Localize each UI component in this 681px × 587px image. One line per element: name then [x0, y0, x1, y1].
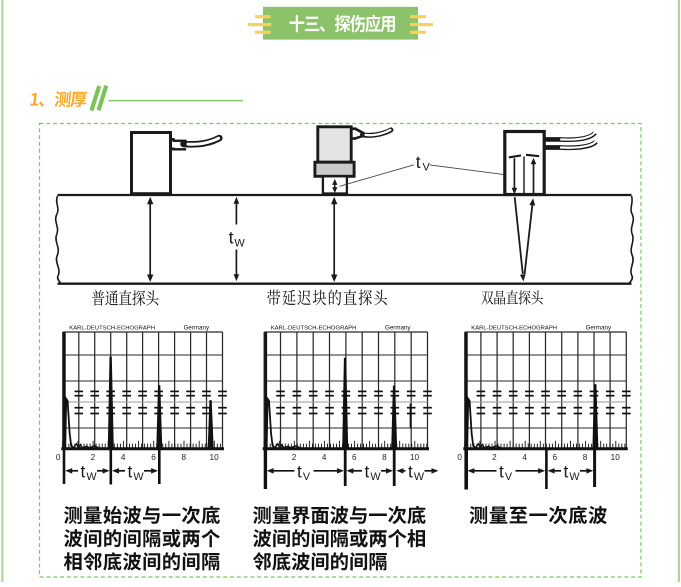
svg-text:t: t: [128, 461, 133, 481]
svg-text:Germany: Germany: [586, 325, 612, 332]
svg-text:6: 6: [352, 453, 357, 462]
svg-text:Germany: Germany: [184, 325, 210, 332]
svg-text:W: W: [569, 471, 580, 483]
svg-text:4: 4: [522, 453, 527, 462]
svg-text:KARL-DEUTSCH-ECHOGRAPH: KARL-DEUTSCH-ECHOGRAPH: [69, 326, 155, 332]
svg-text:2: 2: [91, 453, 96, 462]
svg-text:V: V: [423, 161, 431, 173]
svg-text:t: t: [564, 461, 569, 481]
svg-text:W: W: [133, 471, 144, 483]
svg-text:10: 10: [210, 453, 220, 462]
svg-text:8: 8: [182, 453, 187, 462]
svg-text:t: t: [297, 461, 302, 481]
svg-text:4: 4: [121, 453, 126, 462]
svg-text:2: 2: [292, 453, 297, 462]
svg-text:t: t: [416, 152, 421, 172]
svg-text:t: t: [408, 461, 413, 481]
svg-text:KARL-DEUTSCH-ECHOGRAPH: KARL-DEUTSCH-ECHOGRAPH: [271, 326, 357, 332]
svg-text:2: 2: [492, 453, 497, 462]
svg-text:W: W: [86, 471, 97, 483]
svg-text:8: 8: [382, 453, 387, 462]
svg-text:W: W: [234, 237, 245, 249]
svg-text:W: W: [414, 471, 425, 483]
svg-text:t: t: [81, 461, 86, 481]
svg-text:V: V: [303, 471, 311, 483]
svg-text:0: 0: [457, 453, 462, 462]
svg-text:t: t: [365, 461, 370, 481]
svg-text:10: 10: [410, 453, 420, 462]
svg-text:6: 6: [553, 453, 558, 462]
svg-text:Germany: Germany: [385, 325, 411, 332]
svg-text:t: t: [499, 461, 504, 481]
svg-text:V: V: [505, 471, 513, 483]
svg-text:KARL-DEUTSCH-ECHOGRAPH: KARL-DEUTSCH-ECHOGRAPH: [471, 326, 557, 332]
svg-text:8: 8: [583, 453, 588, 462]
svg-text:4: 4: [322, 453, 327, 462]
svg-text:10: 10: [611, 453, 621, 462]
svg-text:0: 0: [56, 453, 61, 462]
svg-text:t: t: [229, 227, 234, 247]
svg-text:W: W: [370, 471, 381, 483]
svg-text:6: 6: [151, 453, 156, 462]
